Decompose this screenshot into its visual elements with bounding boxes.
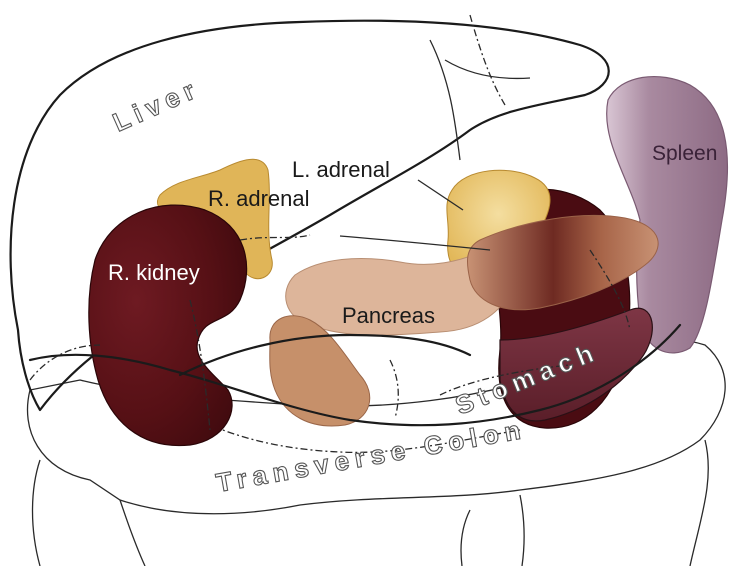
pancreas-tail-shape — [466, 214, 659, 311]
right-kidney-shape — [88, 204, 248, 447]
pancreas-label: Pancreas — [342, 303, 435, 328]
stomach-shape — [499, 307, 653, 422]
r-kidney-label: R. kidney — [108, 260, 200, 285]
l-adrenal-leader — [417, 179, 464, 211]
r-adrenal-label: R. adrenal — [208, 186, 310, 211]
liver-label: Liver — [108, 73, 204, 138]
spleen-shape — [606, 75, 729, 354]
transverse-colon-label: Transverse Colon — [214, 414, 529, 498]
l-adrenal-label: L. adrenal — [292, 157, 390, 182]
spleen-label: Spleen — [652, 142, 717, 165]
pancreas-head-shape — [269, 315, 371, 427]
